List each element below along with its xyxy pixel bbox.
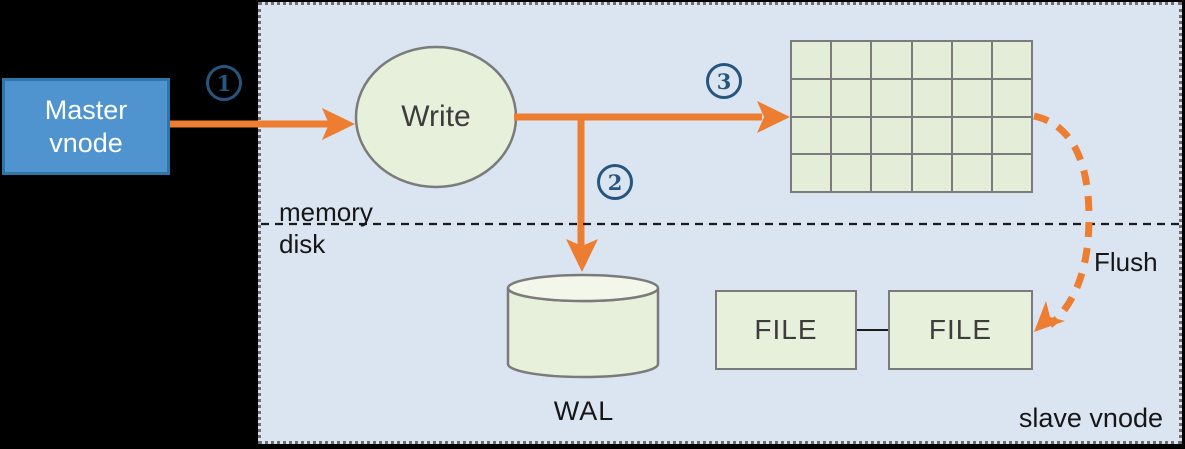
write-node-label: Write bbox=[401, 100, 471, 133]
memtable-cell bbox=[832, 117, 871, 154]
memtable-cell bbox=[792, 42, 831, 78]
wal-label: WAL bbox=[553, 396, 615, 426]
memtable-cell bbox=[792, 117, 831, 154]
step-2-badge: 2 bbox=[597, 164, 633, 200]
file-box-2: FILE bbox=[888, 290, 1033, 370]
memtable-cell bbox=[792, 155, 831, 191]
memtable-cell bbox=[952, 42, 991, 78]
memtable-cell bbox=[992, 79, 1031, 116]
memtable-cell bbox=[952, 79, 991, 116]
memtable-cell bbox=[872, 117, 911, 154]
step-1-number: 1 bbox=[216, 70, 232, 96]
disk-label: disk bbox=[279, 229, 326, 259]
memtable-cell bbox=[912, 42, 951, 78]
memtable-cell bbox=[952, 155, 991, 191]
memtable-grid bbox=[790, 40, 1033, 193]
step-2-number: 2 bbox=[607, 169, 623, 195]
memtable-cell bbox=[992, 117, 1031, 154]
memtable-cell bbox=[992, 155, 1031, 191]
memory-label: memory bbox=[279, 197, 373, 227]
memtable-cell bbox=[832, 155, 871, 191]
master-vnode-label-line2: vnode bbox=[49, 127, 123, 158]
memtable-cell bbox=[872, 155, 911, 191]
memtable-cell bbox=[872, 79, 911, 116]
step-3-number: 3 bbox=[716, 68, 732, 94]
master-vnode-node: Master vnode bbox=[2, 78, 170, 175]
slave-vnode-label: slave vnode bbox=[1018, 403, 1163, 433]
step-1-badge: 1 bbox=[206, 65, 242, 101]
memtable-cell bbox=[992, 42, 1031, 78]
step-3-badge: 3 bbox=[706, 63, 742, 99]
memtable-cell bbox=[832, 42, 871, 78]
file-box-2-label: FILE bbox=[928, 314, 993, 345]
memtable-cell bbox=[952, 117, 991, 154]
memtable-cell bbox=[912, 117, 951, 154]
flush-label: Flush bbox=[1094, 247, 1158, 277]
file-box-1: FILE bbox=[715, 290, 857, 370]
master-vnode-label-line1: Master bbox=[44, 94, 128, 125]
memtable-cell bbox=[832, 79, 871, 116]
memtable-cell bbox=[872, 42, 911, 78]
memtable-cell bbox=[792, 79, 831, 116]
memtable-cell bbox=[912, 79, 951, 116]
memtable-cell bbox=[912, 155, 951, 191]
file-box-1-label: FILE bbox=[754, 314, 818, 345]
